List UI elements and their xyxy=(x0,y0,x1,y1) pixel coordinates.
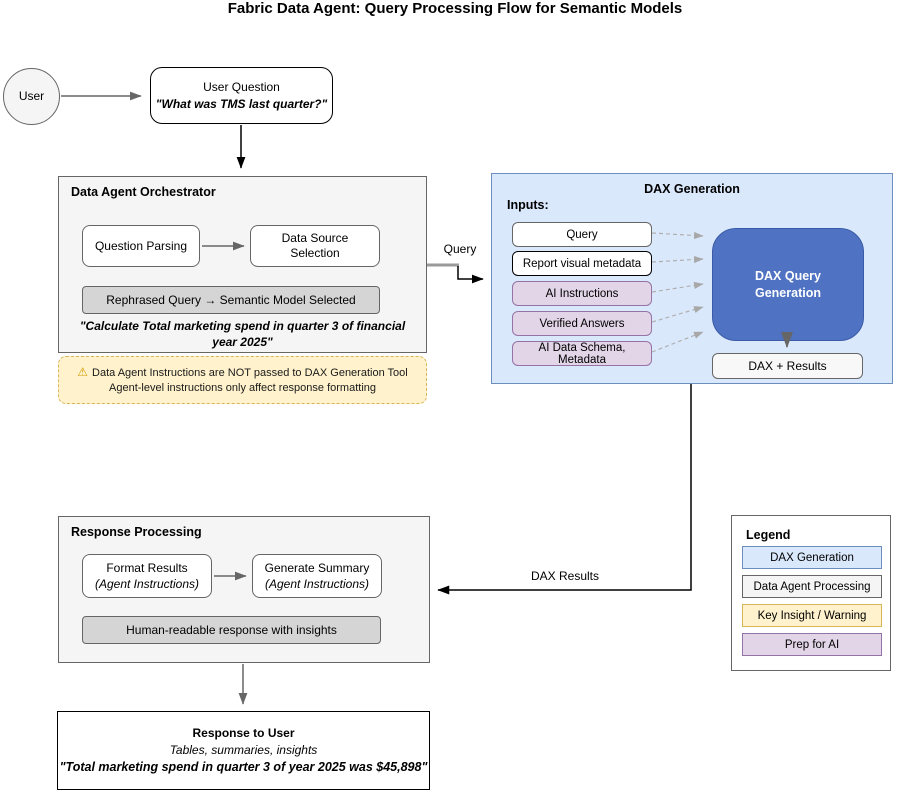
dax-inputs-label: Inputs: xyxy=(507,198,549,212)
edge-dax-to-response-processing xyxy=(437,384,692,595)
response-to-user-quote: "Total marketing spend in quarter 3 of y… xyxy=(59,759,428,774)
dax-input-query: Query xyxy=(512,222,652,247)
data-source-selection-node: Data Source Selection xyxy=(250,225,380,267)
diagram-title: Fabric Data Agent: Query Processing Flow… xyxy=(227,0,683,17)
format-results-note: (Agent Instructions) xyxy=(94,576,200,591)
dax-query-generation-node: DAX Query Generation xyxy=(712,228,864,341)
dax-input-report-visual-metadata: Report visual metadata xyxy=(512,251,652,276)
response-to-user-subtitle: Tables, summaries, insights xyxy=(169,742,318,757)
human-readable-node: Human-readable response with insights xyxy=(82,616,381,644)
legend-item-prep-for-ai: Prep for AI xyxy=(742,633,882,656)
user-node: User xyxy=(3,68,60,125)
orchestrator-title: Data Agent Orchestrator xyxy=(71,185,216,199)
response-processing-title: Response Processing xyxy=(71,525,202,539)
format-results-node: Format Results (Agent Instructions) xyxy=(82,554,212,598)
dax-generation-container: DAX Generation Inputs: Query Report visu… xyxy=(491,173,893,384)
dax-input-ai-instructions: AI Instructions xyxy=(512,281,652,306)
user-question-quote: "What was TMS last quarter?" xyxy=(155,96,328,111)
rephrased-query-node: Rephrased Query → Semantic Model Selecte… xyxy=(82,286,380,314)
user-question-node: User Question "What was TMS last quarter… xyxy=(150,67,333,124)
dax-input-ai-data-schema: AI Data Schema, Metadata xyxy=(512,341,652,366)
question-parsing-node: Question Parsing xyxy=(82,225,200,267)
legend-item-dax-generation: DAX Generation xyxy=(742,546,882,569)
edge-label-dax-results: DAX Results xyxy=(530,569,600,583)
generate-summary-note: (Agent Instructions) xyxy=(264,576,370,591)
warning-line1-text: Data Agent Instructions are NOT passed t… xyxy=(92,366,408,379)
user-question-title: User Question xyxy=(203,79,280,94)
edge-query-arrow xyxy=(457,266,484,284)
dax-generation-title: DAX Generation xyxy=(644,182,740,196)
dax-results-node: DAX + Results xyxy=(712,353,863,379)
response-to-user-title: Response to User xyxy=(192,725,295,740)
generate-summary-node: Generate Summary (Agent Instructions) xyxy=(252,554,382,598)
rephrased-query-label: Rephrased Query → Semantic Model Selecte… xyxy=(106,292,356,307)
orchestrator-quote: "Calculate Total marketing spend in quar… xyxy=(79,319,406,350)
warning-line1: ⚠Data Agent Instructions are NOT passed … xyxy=(77,364,407,381)
response-to-user-node: Response to User Tables, summaries, insi… xyxy=(57,711,430,790)
legend-title: Legend xyxy=(746,528,791,542)
generate-summary-label: Generate Summary xyxy=(264,560,370,575)
data-source-selection-label: Data Source Selection xyxy=(281,231,349,260)
warning-note: ⚠Data Agent Instructions are NOT passed … xyxy=(58,356,427,404)
legend-box: Legend DAX Generation Data Agent Process… xyxy=(731,515,891,671)
warning-line2: Agent-level instructions only affect res… xyxy=(109,382,376,394)
warning-triangle-icon: ⚠ xyxy=(77,364,89,379)
question-parsing-label: Question Parsing xyxy=(94,238,188,253)
format-results-label: Format Results xyxy=(106,560,188,575)
legend-item-key-insight-warning: Key Insight / Warning xyxy=(742,604,882,627)
dax-input-verified-answers: Verified Answers xyxy=(512,311,652,336)
user-label: User xyxy=(18,89,45,103)
edge-label-query: Query xyxy=(443,242,477,256)
legend-item-data-agent-processing: Data Agent Processing xyxy=(742,575,882,598)
